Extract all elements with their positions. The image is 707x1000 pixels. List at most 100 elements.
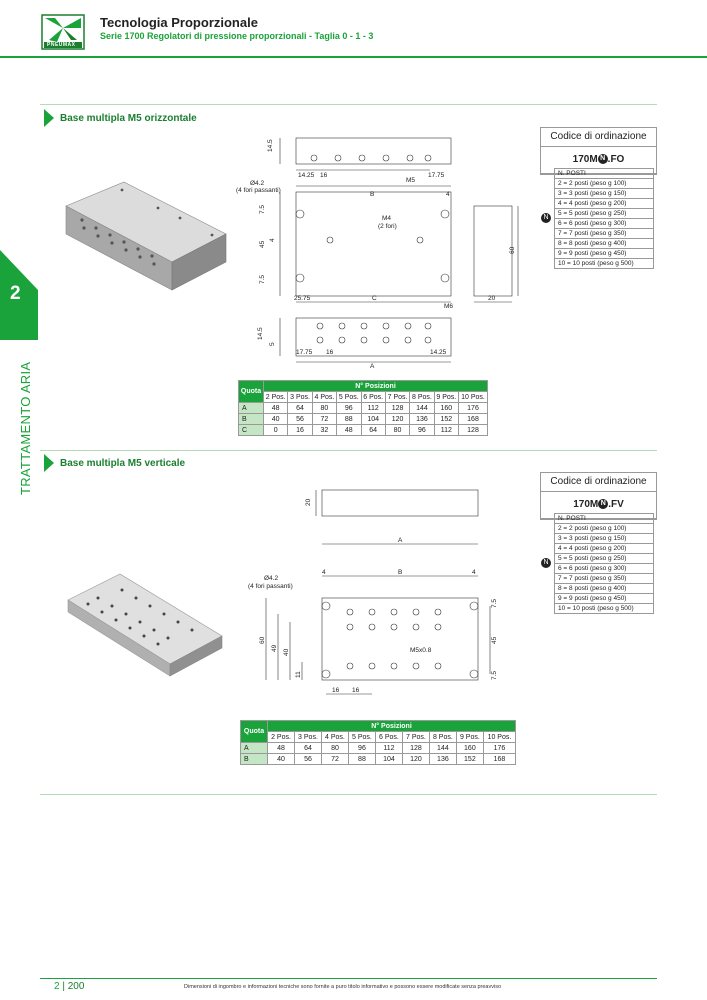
page-section: 2 [54,981,60,992]
vertical-base-3d-image [67,573,223,677]
table-cell: 128 [384,402,411,414]
logo-text: PNEUMAX [47,42,76,48]
table-cell: 48 [267,742,295,754]
list-item: 9 = 9 posti (peso g 450) [554,593,654,604]
table-cell: 104 [374,753,403,765]
table-row: B 40 56 72 88 104 120 136 152 168 [240,753,517,765]
dim-label: 14.25 [430,349,447,356]
list-item: 3 = 3 posti (peso g 150) [554,188,654,199]
list-item: 7 = 7 posti (peso g 350) [554,228,654,239]
dim-label: 45 [259,240,266,248]
quota-header: Quota [238,380,264,403]
column-header: 2 Pos. [267,731,295,743]
dim-label: (4 fori passanti) [236,187,281,194]
column-header: 9 Pos. [455,731,484,743]
column-header: 3 Pos. [293,731,322,743]
footer-divider [40,978,657,979]
n-badge-icon: N [597,154,608,165]
dim-label: 7.5 [491,671,498,680]
table-row: A 48 64 80 96 112 128 144 160 176 [238,402,488,414]
table-cell: 144 [409,402,435,414]
table-cell: 136 [409,413,435,425]
table-cell: 80 [384,424,411,436]
positions-header: N° Posizioni [263,380,488,392]
row-label: A [240,742,268,754]
side-tab-number: 2 [10,283,21,304]
table-cell: 56 [287,413,313,425]
table-cell: 160 [455,742,484,754]
dim-label: 16 [320,172,328,179]
column-header: 7 Pos. [384,391,411,403]
order-code-prefix: 170M [572,154,598,165]
list-item: 10 = 10 posti (peso g 500) [554,603,654,614]
table-cell: 112 [374,742,403,754]
section1-arrow-icon [44,109,54,127]
row-label: B [238,413,264,425]
column-header: 5 Pos. [347,731,376,743]
table-cell: 120 [401,753,430,765]
n-badge-icon: N [541,213,551,223]
page-subtitle: Serie 1700 Regolatori di pressione propo… [100,31,374,41]
dim-label: 45 [491,636,498,644]
column-header: 10 Pos. [458,391,488,403]
column-header: 7 Pos. [401,731,430,743]
table-cell: 160 [433,402,460,414]
column-header: 4 Pos. [311,391,338,403]
dim-label: (2 fori) [378,223,397,230]
table-cell: 80 [311,402,338,414]
order-code-prefix: 170M [573,499,599,510]
dim-label: 16 [352,687,360,694]
dim-label: 5 [269,342,276,346]
order-options-list-1: N. POSTI 2 = 2 posti (peso g 100) 3 = 3 … [554,168,654,269]
list-item: 2 = 2 posti (peso g 100) [554,523,654,534]
positions-header: N° Posizioni [267,720,516,732]
dim-label: 16 [332,687,340,694]
table-cell: 112 [360,402,386,414]
table-cell: 88 [336,413,362,425]
row-label: C [238,424,264,436]
list-item: 5 = 5 posti (peso g 250) [554,553,654,564]
page-number-value: 200 [67,981,85,992]
order-code-suffix: .FV [608,499,624,510]
table-cell: 176 [482,742,517,754]
dim-label: 4 [322,569,326,576]
dim-label: 14.5 [257,327,264,340]
section2-arrow-icon [44,454,54,472]
table-cell: 104 [360,413,386,425]
table-cell: 136 [428,753,457,765]
dim-label: 14.5 [267,139,274,152]
table-cell: 56 [293,753,322,765]
list-item: 2 = 2 posti (peso g 100) [554,178,654,189]
dim-label: 25.75 [294,295,311,302]
row-label: A [238,402,264,414]
section1-divider [40,104,657,105]
table-cell: 88 [347,753,376,765]
dim-label: 4 [472,569,476,576]
dim-label: 14.25 [298,172,315,179]
table-cell: 144 [428,742,457,754]
list-item: 6 = 6 posti (peso g 300) [554,218,654,229]
table-row: C 0 16 32 48 64 80 96 112 128 [238,424,488,436]
dim-label: 7.5 [259,205,266,214]
dim-label: 16 [326,349,334,356]
row-label: B [240,753,268,765]
dim-label: B [398,569,402,576]
dim-label: A [370,363,375,370]
dim-label: 11 [295,671,302,678]
list-item: 4 = 4 posti (peso g 200) [554,543,654,554]
list-item: 5 = 5 posti (peso g 250) [554,208,654,219]
section-end-divider [40,794,657,795]
side-tab-label: TRATTAMENTO ARIA [18,361,33,495]
table-cell: 96 [347,742,376,754]
table-cell: 96 [336,402,362,414]
list-header: N. POSTI [554,513,654,524]
order-heading: Codice di ordinazione [541,128,656,147]
dim-label: 4 [269,238,276,242]
list-header: N. POSTI [554,168,654,179]
table-cell: 152 [433,413,460,425]
table-cell: 120 [384,413,411,425]
n-badge-icon: N [598,499,609,510]
dim-label: 7.5 [491,599,498,608]
quota-header: Quota [240,720,268,743]
table-cell: 32 [311,424,338,436]
